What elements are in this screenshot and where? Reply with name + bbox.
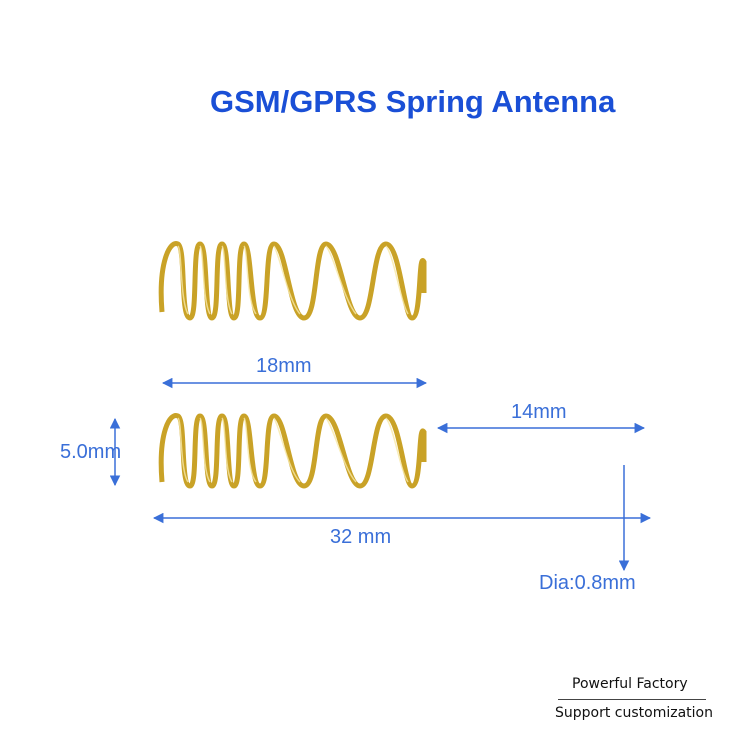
wire-diameter-label: Dia:0.8mm — [539, 572, 636, 594]
footer-line-1: Powerful Factory — [572, 676, 688, 692]
antenna-bottom — [158, 413, 644, 489]
antenna-bottom-coil — [158, 413, 427, 489]
footer-line-2: Support customization — [555, 705, 713, 721]
coil-diameter-label: 5.0mm — [60, 441, 122, 463]
antenna-top-coil — [158, 241, 427, 321]
footer-divider — [558, 699, 706, 700]
coil-length-label: 18mm — [256, 355, 312, 377]
total-length-label: 32 mm — [330, 526, 392, 548]
page-title: GSM/GPRS Spring Antenna — [210, 84, 616, 119]
straight-length-label: 14mm — [511, 401, 567, 423]
antenna-top — [158, 241, 646, 321]
